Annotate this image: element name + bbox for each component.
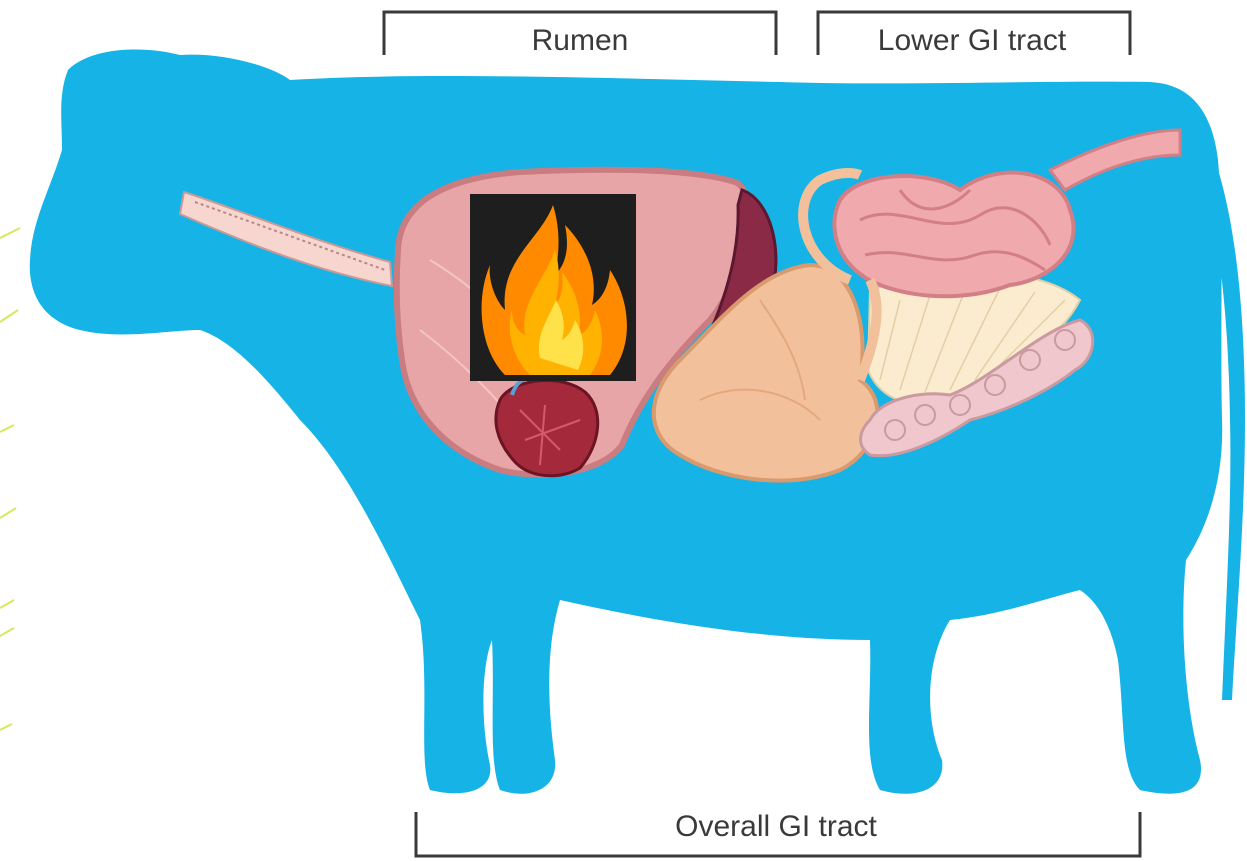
rumen-label: Rumen: [532, 24, 629, 57]
decorative-lines: [0, 228, 20, 730]
lower-gi-label: Lower GI tract: [878, 24, 1067, 57]
overall-gi-label: Overall GI tract: [675, 810, 877, 843]
cow-silhouette: [30, 50, 1245, 794]
fire-icon: [470, 194, 636, 381]
